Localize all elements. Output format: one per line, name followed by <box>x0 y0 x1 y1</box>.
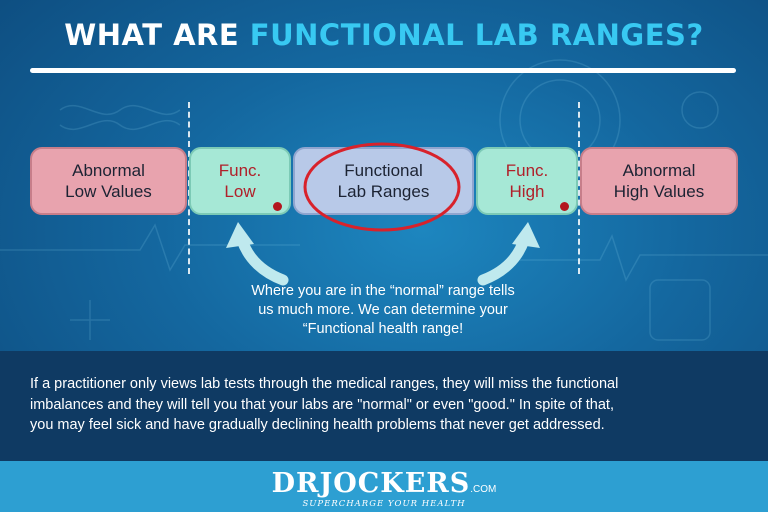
range-label: Func. High <box>505 161 549 201</box>
range-label: Abnormal Low Values <box>65 161 152 201</box>
range-abnormal-high: Abnormal High Values <box>580 147 738 215</box>
logo-tagline: SUPERCHARGE YOUR HEALTH <box>302 499 466 509</box>
range-explanation: Where you are in the “normal” range tell… <box>251 283 515 337</box>
text-band <box>0 351 768 461</box>
range-functional-low: Func. Low <box>189 147 291 215</box>
range-marker-dot <box>273 202 282 211</box>
title-underline <box>30 68 736 73</box>
logo-brand: DRJOCKERS <box>271 468 471 499</box>
explanation-paragraph: If a practitioner only views lab tests t… <box>30 376 619 433</box>
range-abnormal-low: Abnormal Low Values <box>30 147 187 215</box>
range-marker-dot <box>560 202 569 211</box>
title-accent: FUNCTIONAL LAB RANGES? <box>249 18 704 52</box>
page-title: WHAT ARE FUNCTIONAL LAB RANGES? <box>0 18 768 52</box>
footer-bar <box>0 461 768 512</box>
range-divider-right <box>578 102 580 274</box>
title-lead: WHAT ARE <box>64 18 250 52</box>
highlight-circle <box>303 142 461 232</box>
range-label: Abnormal High Values <box>613 161 705 201</box>
range-functional-high: Func. High <box>476 147 578 215</box>
logo-domain: .COM <box>470 484 497 495</box>
range-label: Functional Lab Ranges <box>337 161 430 201</box>
range-label: Func. Low <box>218 161 262 201</box>
drjockers-logo[interactable]: DRJOCKERS.COM SUPERCHARGE YOUR HEALTH <box>0 468 768 509</box>
